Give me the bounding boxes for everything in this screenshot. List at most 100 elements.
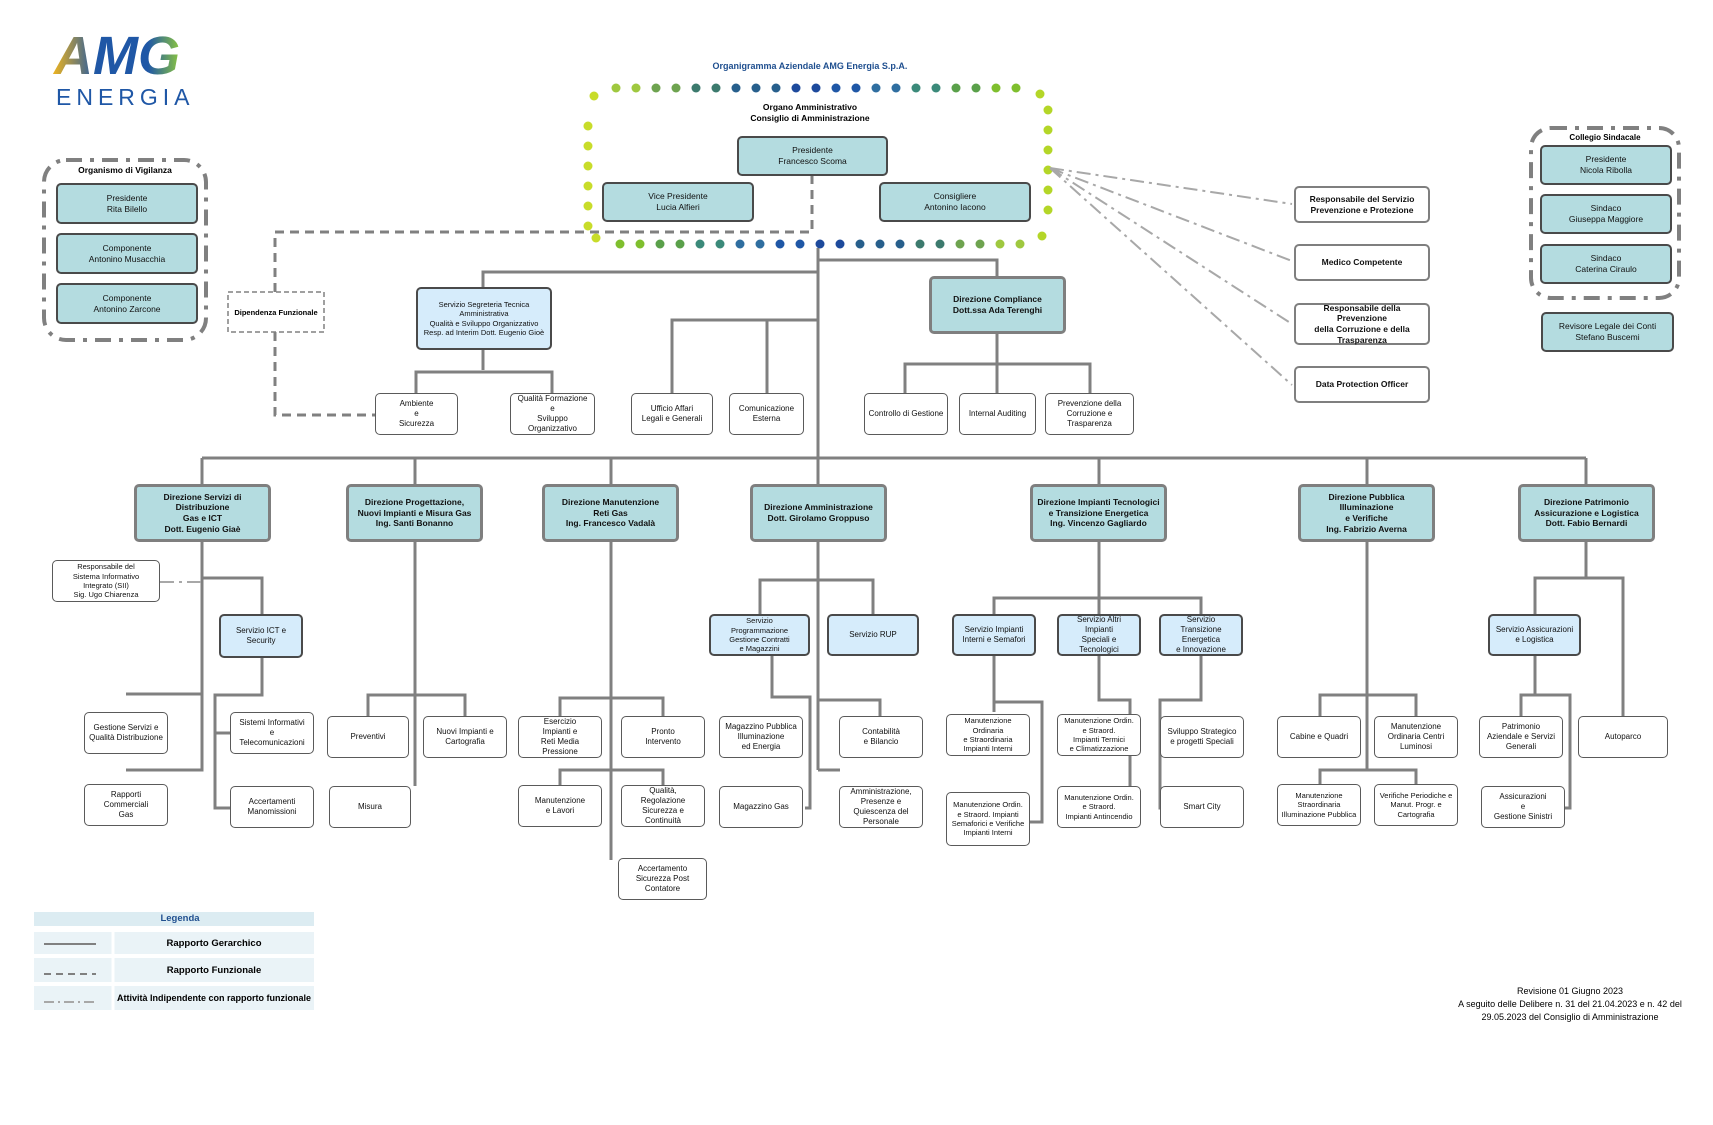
- frame-dot: [831, 83, 841, 93]
- legend-title: Legenda: [160, 913, 200, 924]
- transizione-box: Servizio Transizione Energetica e Innova…: [1159, 614, 1243, 656]
- dipendenza-frame: [227, 291, 325, 333]
- sindacale-member: Sindaco Giuseppa Maggiore: [1540, 194, 1672, 234]
- page-title: Organigramma Aziendale AMG Energia S.p.A…: [712, 61, 908, 71]
- programmazione-box: Servizio Programmazione Gestione Contrat…: [709, 614, 810, 656]
- manutenzione-straordinaria-box: Manutenzione Straordinaria Illuminazione…: [1277, 784, 1361, 826]
- legend-row: Attività Indipendente con rapporto funzi…: [116, 993, 311, 1003]
- frame-dot: [1015, 239, 1025, 249]
- direzione-manutenzione: Direzione Manutenzione Reti Gas Ing. Fra…: [542, 484, 679, 542]
- rup-box: Servizio RUP: [827, 614, 919, 656]
- organo-title: Organo Amministrativo Consiglio di Ammin…: [750, 102, 870, 124]
- frame-dot: [655, 239, 665, 249]
- vice-presidente-box: Vice Presidente Lucia Alfieri: [602, 182, 754, 222]
- vigilanza-member: Componente Antonino Musacchia: [56, 233, 198, 274]
- vigilanza-title: Organismo di Vigilanza: [78, 165, 172, 175]
- frame-dot: [915, 239, 925, 249]
- frame-dot: [583, 121, 593, 131]
- frame-dot: [631, 83, 641, 93]
- esercizio-box: Esercizio Impianti e Reti Media Pression…: [518, 716, 602, 758]
- frame-dot: [871, 83, 881, 93]
- frame-dot: [675, 239, 685, 249]
- frame-dot: [691, 83, 701, 93]
- frame-dot: [1037, 231, 1047, 241]
- frame-dot: [583, 221, 593, 231]
- sindacale-member: Sindaco Caterina Ciraulo: [1540, 244, 1672, 284]
- frame-dot: [895, 239, 905, 249]
- frame-dot: [715, 239, 725, 249]
- frame-dot: [635, 239, 645, 249]
- consigliere-box: Consigliere Antonino Iacono: [879, 182, 1031, 222]
- board-dotted-frame: [583, 83, 1053, 249]
- manutenzione-antincendio-box: Manutenzione Ordin. e Straord. Impianti …: [1057, 786, 1141, 828]
- frame-dot: [695, 239, 705, 249]
- revision-note: Revisione 01 Giugno 2023 A seguito delle…: [1458, 986, 1682, 1023]
- manutenzione-lavori-box: Manutenzione e Lavori: [518, 785, 602, 827]
- direzione-amministrazione: Direzione Amministrazione Dott. Girolamo…: [750, 484, 887, 542]
- medico-box: Medico Competente: [1294, 244, 1430, 281]
- ict-security-box: Servizio ICT e Security: [219, 614, 303, 658]
- frame-dot: [583, 201, 593, 211]
- accertamento-sicurezza-box: Accertamento Sicurezza Post Contatore: [618, 858, 707, 900]
- frame-dot: [1043, 125, 1053, 135]
- vigilanza-member: Presidente Rita Bilello: [56, 183, 198, 224]
- frame-dot: [1011, 83, 1021, 93]
- direzione-impianti: Direzione Impianti Tecnologici e Transiz…: [1030, 484, 1167, 542]
- frame-dot: [611, 83, 621, 93]
- manutenzione-centri-box: Manutenzione Ordinaria Centri Luminosi: [1374, 716, 1458, 758]
- internal-auditing-box: Internal Auditing: [959, 393, 1036, 435]
- logo-subtitle: ENERGIA: [56, 84, 195, 110]
- frame-dot: [795, 239, 805, 249]
- frame-dot: [583, 161, 593, 171]
- accertamenti-manomissioni-box: Accertamenti Manomissioni: [230, 786, 314, 828]
- rpct-box: Responsabile della Prevenzione della Cor…: [1294, 303, 1430, 345]
- misura-box: Misura: [329, 786, 411, 828]
- patrimonio-aziendale-box: Patrimonio Aziendale e Servizi Generali: [1479, 716, 1563, 758]
- frame-dot: [855, 239, 865, 249]
- frame-dot: [875, 239, 885, 249]
- frame-dot: [1043, 105, 1053, 115]
- magazzino-pi-box: Magazzino Pubblica Illuminazione ed Ener…: [719, 716, 803, 758]
- frame-dot: [935, 239, 945, 249]
- frame-dot: [975, 239, 985, 249]
- frame-dot: [589, 91, 599, 101]
- frame-dot: [835, 239, 845, 249]
- sindacale-member: Presidente Nicola Ribolla: [1540, 145, 1672, 185]
- frame-dot: [731, 83, 741, 93]
- frame-dot: [771, 83, 781, 93]
- ambiente-box: Ambiente e Sicurezza: [375, 393, 458, 435]
- segreteria-box: Servizio Segreteria Tecnica Amministrati…: [416, 287, 552, 350]
- comunicazione-box: Comunicazione Esterna: [729, 393, 804, 435]
- revisore-box: Revisore Legale dei Conti Stefano Buscem…: [1541, 312, 1674, 352]
- sindacale-title: Collegio Sindacale: [1569, 133, 1641, 142]
- dipendenza-label: Dipendenza Funzionale: [234, 308, 318, 317]
- rapporti-commerciali-box: Rapporti Commerciali Gas: [84, 784, 168, 826]
- direzione-illuminazione: Direzione Pubblica Illuminazione e Verif…: [1298, 484, 1435, 542]
- dpo-box: Data Protection Officer: [1294, 366, 1430, 403]
- controllo-gestione-box: Controllo di Gestione: [864, 393, 948, 435]
- qualita-formazione-box: Qualità Formazione e Sviluppo Organizzat…: [510, 393, 595, 435]
- frame-dot: [591, 233, 601, 243]
- rspp-box: Responsabile del Servizio Prevenzione e …: [1294, 186, 1430, 223]
- frame-dot: [775, 239, 785, 249]
- vigilanza-frame: [42, 158, 208, 342]
- pronto-intervento-box: Pronto Intervento: [621, 716, 705, 758]
- frame-dot: [851, 83, 861, 93]
- frame-dot: [615, 239, 625, 249]
- cabine-quadri-box: Cabine e Quadri: [1277, 716, 1361, 758]
- amg-logo: AMG: [52, 30, 180, 80]
- vigilanza-member: Componente Antonino Zarcone: [56, 283, 198, 324]
- preventivi-box: Preventivi: [327, 716, 409, 758]
- frame-dot: [1043, 145, 1053, 155]
- impianti-interni-box: Servizio Impianti Interni e Semafori: [952, 614, 1036, 656]
- frame-dot: [911, 83, 921, 93]
- frame-dot: [755, 239, 765, 249]
- frame-dot: [583, 181, 593, 191]
- legend-row: Rapporto Funzionale: [166, 965, 262, 976]
- frame-dot: [651, 83, 661, 93]
- functional-lines: [273, 175, 814, 417]
- assicurazioni-logistica-box: Servizio Assicurazioni e Logistica: [1488, 614, 1581, 656]
- magazzino-gas-box: Magazzino Gas: [719, 786, 803, 828]
